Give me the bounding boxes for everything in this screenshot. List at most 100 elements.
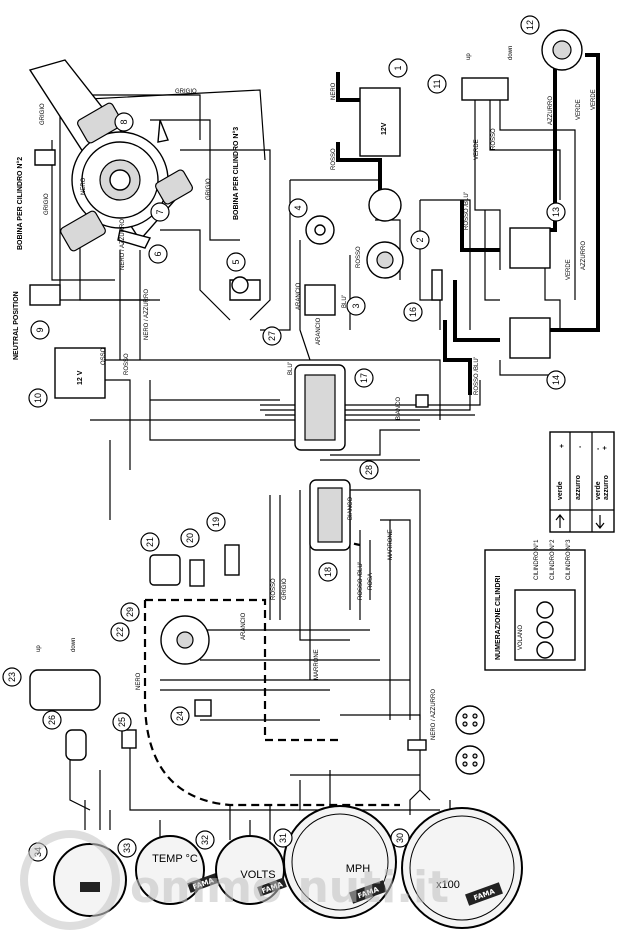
wire-label-azzurro-trim: AZZURRO bbox=[548, 96, 554, 125]
component-9-bubble: 9 bbox=[30, 320, 50, 340]
legend-row-2-wire: azzurro bbox=[575, 475, 582, 500]
component-21-bubble: 21 bbox=[140, 532, 160, 552]
wire-label-grigio-1: GRIGIO bbox=[40, 103, 46, 125]
tacho-unit: x100 bbox=[436, 879, 460, 891]
component-28-number: 28 bbox=[364, 465, 374, 475]
component-5-number: 5 bbox=[231, 259, 241, 264]
component-28-bubble: 28 bbox=[359, 460, 379, 480]
component-21-number: 21 bbox=[145, 537, 155, 547]
coil-2-label: BOBINA PER CILINDRO N°2 bbox=[16, 157, 24, 250]
wire-label-verde-1: VERDE bbox=[474, 139, 480, 160]
component-17-number: 17 bbox=[359, 373, 369, 383]
component-11-number: 11 bbox=[432, 79, 442, 88]
component-17-bubble: 17 bbox=[354, 368, 374, 388]
wire-label-arancio-key: ARANCIO bbox=[241, 612, 247, 640]
wire-label-rosso-key: ROSSO bbox=[271, 578, 277, 600]
component-12-bubble: 12 bbox=[520, 15, 540, 35]
component-29-bubble: 29 bbox=[120, 602, 140, 622]
component-7-number: 7 bbox=[155, 209, 165, 214]
control-up-label: up bbox=[36, 645, 42, 652]
wire-label-verde-2: VERDE bbox=[576, 99, 582, 120]
neutral-position-label: NEUTRAL POSITION bbox=[13, 291, 20, 360]
wire-label-rosso-blu-2: ROSSO /BLU' bbox=[474, 357, 480, 395]
component-32-bubble: 32 bbox=[195, 830, 215, 850]
component-19-bubble: 19 bbox=[206, 512, 226, 532]
component-25-bubble: 25 bbox=[112, 712, 132, 732]
wire-label-marrone-key: MARRONE bbox=[314, 649, 320, 680]
component-27-number: 27 bbox=[267, 331, 277, 341]
volts-gauge-label: VOLTS bbox=[240, 869, 275, 881]
component-6-number: 6 bbox=[153, 251, 163, 256]
connector-18: BIANCO MARRONE ROSSO /BLU' ROSA bbox=[309, 479, 394, 600]
component-12-number: 12 bbox=[525, 20, 535, 30]
legend-b-row-2: azzurro bbox=[603, 475, 610, 500]
starter-assembly: ROSSO ARANCIO BLU' ARANCIO bbox=[231, 188, 443, 345]
component-23-number: 23 bbox=[7, 672, 17, 682]
wire-label-nero-azzurro-2: NERO / AZZURRO bbox=[144, 289, 150, 340]
component-22-bubble: 22 bbox=[110, 622, 130, 642]
wire-label-nero-key: NERO bbox=[136, 672, 142, 690]
wire-label-arancio-2: ARANCIO bbox=[316, 317, 322, 345]
connector-17: BLU' BIANCO bbox=[288, 362, 402, 451]
component-7-bubble: 7 bbox=[150, 202, 170, 222]
wire-label-verde-3: VERDE bbox=[591, 89, 597, 110]
watermark-text: ommo nuti.it bbox=[130, 862, 449, 913]
component-30-bubble: 30 bbox=[390, 828, 410, 848]
component-9-number: 9 bbox=[35, 327, 45, 332]
trim-up-label-top: up bbox=[466, 53, 472, 60]
wire-label-rosa-18: ROSA bbox=[368, 573, 374, 590]
component-22-number: 22 bbox=[115, 627, 125, 637]
engine-wires bbox=[51, 89, 576, 520]
component-16-number: 16 bbox=[408, 307, 418, 317]
cylinder-1-label: CILINDRO N°1 bbox=[534, 539, 540, 580]
component-26-number: 26 bbox=[47, 715, 57, 725]
component-27-bubble: 27 bbox=[262, 326, 282, 346]
component-1-bubble: 1 bbox=[388, 58, 408, 78]
cylinder-title: NUMERAZIONE CILINDRI bbox=[495, 576, 502, 660]
temp-gauge-label: TEMP °C bbox=[152, 853, 198, 865]
wire-label-grigio-key: GRIGIO bbox=[282, 578, 288, 600]
gauge-33-temp: TEMP °C FAMA bbox=[135, 835, 219, 905]
wire-label-rosso-battery: ROSSO bbox=[331, 148, 337, 170]
gauge-31-speedo: MPH FAMA bbox=[283, 805, 397, 919]
wire-label-grigio-3: GRIGIO bbox=[206, 178, 212, 200]
component-26-bubble: 26 bbox=[42, 710, 62, 730]
wire-label-nero-battery: NERO bbox=[331, 82, 337, 100]
component-23-bubble: 23 bbox=[2, 667, 22, 687]
rectifier-10: 12 V ROSSO OSSO bbox=[54, 347, 130, 399]
dash-wires bbox=[69, 489, 451, 840]
wire-label-rosso-starter: ROSSO bbox=[356, 246, 362, 268]
wire-label-blu-17: BLU' bbox=[288, 362, 294, 375]
wire-label-rosso-blu-1: ROSSO /BLU' bbox=[464, 192, 470, 230]
wire-label-rosso-rect: ROSSO bbox=[124, 353, 130, 375]
component-32-number: 32 bbox=[200, 835, 210, 845]
component-18-number: 18 bbox=[323, 567, 333, 577]
component-16-bubble: 16 bbox=[403, 302, 423, 322]
legend-row-2-up: - bbox=[577, 445, 584, 448]
cylinder-2-label: CILINDRO N°2 bbox=[550, 539, 556, 580]
component-14-bubble: 14 bbox=[546, 370, 566, 390]
legend-row-1-down: - bbox=[595, 447, 602, 450]
wire-label-grigio-2: GRIGIO bbox=[44, 193, 50, 215]
component-33-bubble: 33 bbox=[117, 838, 137, 858]
wire-label-rosso-blu-18: ROSSO /BLU' bbox=[358, 562, 364, 600]
wire-label-bianco-17: BIANCO bbox=[396, 397, 402, 420]
wire-label-arancio: ARANCIO bbox=[296, 282, 302, 310]
key-switch-assembly: up down ROSSO MARRONE ARANCIO GRIGIO NER… bbox=[29, 544, 437, 761]
legend-row-2-down: + bbox=[602, 446, 609, 450]
wire-label-rosso-trim: ROSSO bbox=[491, 128, 497, 150]
wire-label-verde-4: VERDE bbox=[566, 259, 572, 280]
wire-label-bianco-18: BIANCO bbox=[348, 497, 354, 520]
component-31-bubble: 31 bbox=[273, 828, 293, 848]
component-10-number: 10 bbox=[33, 393, 43, 403]
battery-1: 12V NERO ROSSO bbox=[331, 82, 401, 170]
control-down-label: down bbox=[71, 638, 77, 652]
component-31-number: 31 bbox=[278, 833, 288, 843]
component-33-number: 33 bbox=[122, 843, 132, 853]
component-numbers: 1234567891011121314161718192021222324252… bbox=[2, 15, 566, 862]
component-13-bubble: 13 bbox=[546, 202, 566, 222]
component-14-number: 14 bbox=[551, 375, 561, 385]
component-4-number: 4 bbox=[293, 205, 303, 210]
ignition-assembly: BOBINA PER CILINDRO N°2 BOBINA PER CILIN… bbox=[16, 59, 261, 340]
component-2-bubble: 2 bbox=[410, 230, 430, 250]
